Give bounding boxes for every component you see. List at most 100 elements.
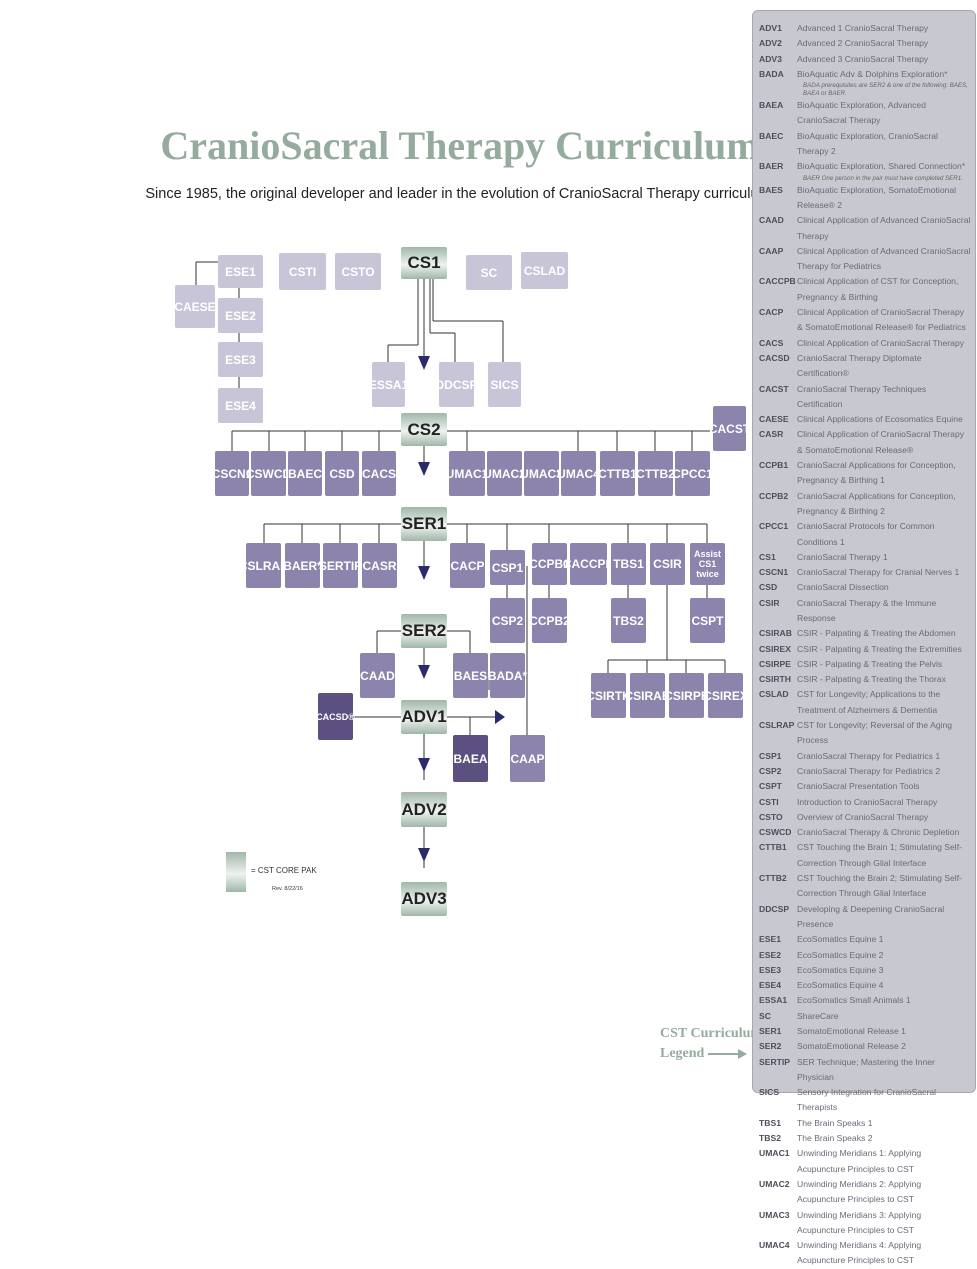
course-cttb2: CTTB2 — [636, 451, 675, 496]
legend-row: BAEC BioAquatic Exploration, CranioSacral… — [759, 129, 971, 160]
legend-code: ESE4 — [759, 980, 781, 991]
course-cscn1: CSCN1 — [212, 451, 252, 496]
legend-description: Unwinding Meridians 4: Applying Acupunct… — [797, 1240, 922, 1266]
curriculum-connectors — [195, 261, 729, 868]
legend-description: ShareCare — [797, 1010, 839, 1021]
course-caese: CAESE — [174, 285, 216, 328]
course-ccpb1: CCPB1 — [529, 543, 570, 585]
legend-code: BAEC — [759, 130, 784, 141]
legend-code: CSPT — [759, 781, 782, 792]
legend-description: SomatoEmotional Release 2 — [797, 1041, 906, 1052]
legend-description: CranioSacral Therapy & the Immune Respon… — [797, 597, 937, 623]
legend-description: CSIR - Palpating & Treating the Extremit… — [797, 643, 962, 654]
legend-description: Introduction to CranioSacral Therapy — [797, 796, 938, 807]
legend-description: EcoSomatics Small Animals 1 — [797, 995, 911, 1006]
course-csp2: CSP2 — [490, 598, 525, 643]
legend-code: CACCPB — [759, 276, 796, 287]
legend-row: SER2 SomatoEmotional Release 2 — [759, 1039, 971, 1054]
legend-description: Unwinding Meridians 1: Applying Acupunct… — [797, 1148, 922, 1174]
legend-description: Clinical Application of CranioSacral The… — [797, 307, 966, 333]
legend-code: CACSD — [759, 352, 790, 363]
course-umac1: UMAC1 — [446, 451, 488, 496]
course-cpcc1: CPCC1 — [672, 451, 713, 496]
legend-description: CranioSacral Therapy for Pediatrics 1 — [797, 750, 941, 761]
legend-code: ESE1 — [759, 934, 781, 945]
arrow-right-icon — [708, 1049, 748, 1059]
legend-description: Advanced 2 CranioSacral Therapy — [797, 38, 929, 49]
legend-code: CAAD — [759, 215, 784, 226]
legend-row: CSIREX CSIR - Palpating & Treating the Ex… — [759, 642, 971, 657]
course-csir: CSIR — [650, 543, 685, 585]
legend-code: BAER — [759, 161, 784, 172]
course-baes: BAES — [453, 653, 488, 698]
legend-description: Unwinding Meridians 3: Applying Acupunct… — [797, 1209, 922, 1235]
course-cacs: CACS — [362, 451, 396, 496]
legend-description: CranioSacral Protocols for Common Condit… — [797, 521, 935, 547]
legend-description: CST for Longevity; Reversal of the Aging… — [797, 720, 953, 746]
legend-code: CSP2 — [759, 765, 782, 776]
legend-description: Overview of CranioSacral Therapy — [797, 811, 929, 822]
legend-description: The Brain Speaks 1 — [797, 1117, 873, 1128]
legend-code: CCPB1 — [759, 460, 789, 471]
legend-code: UMAC3 — [759, 1209, 790, 1220]
legend-description: CranioSacral Applications for Conception… — [797, 490, 956, 516]
course-sertip: SERTIP — [319, 543, 362, 588]
legend-code: CSIRAB — [759, 628, 792, 639]
course-cs1: CS1 — [401, 247, 447, 279]
legend-code: UMAC2 — [759, 1178, 790, 1189]
legend-description: SomatoEmotional Release 1 — [797, 1026, 906, 1036]
course-csti: CSTI — [279, 253, 326, 290]
legend-description: Advanced 3 CranioSacral Therapy — [797, 53, 929, 64]
legend-code: CSIREX — [759, 643, 791, 654]
course-ddcsp: DDCSP — [436, 362, 478, 407]
legend-description: The Brain Speaks 2 — [797, 1133, 873, 1144]
legend-row: CCPB2 CranioSacral Applications for Conce… — [759, 489, 971, 520]
course-caccpb: CACCPB — [563, 543, 614, 585]
legend-description: CST Touching the Brain 2; Stimulating Se… — [797, 873, 962, 899]
course-assist-cs1-twice: Assist CS1 twice — [690, 543, 725, 585]
legend-code: TBS1 — [759, 1117, 781, 1128]
course-sc: SC — [466, 255, 512, 290]
legend-note: BAER One person in the pair must have co… — [803, 174, 963, 182]
legend-code: ESE3 — [759, 964, 781, 975]
legend-description: Clinical Application of CranioSacral The… — [797, 429, 965, 455]
course-ccpb2: CCPB2 — [529, 598, 570, 643]
legend-description: Clinical Application of CST for Concepti… — [797, 276, 959, 302]
legend-code: CCPB2 — [759, 490, 789, 501]
legend-code: UMAC4 — [759, 1240, 790, 1251]
legend-code: CAAP — [759, 245, 784, 256]
legend-description: BioAquatic Exploration, Advanced CranioS… — [797, 100, 926, 126]
legend-callout-line-2: Legend — [660, 1046, 705, 1061]
course-csirex: CSIREX — [703, 673, 748, 718]
legend-description: CranioSacral Therapy Diplomate Certifica… — [797, 352, 922, 379]
legend-callout: CST Curriculum Legend — [660, 1024, 762, 1064]
legend-description: CranioSacral Therapy Techniques Certific… — [797, 383, 927, 409]
legend-description: BioAquatic Exploration, CranioSacral The… — [797, 130, 938, 157]
legend-description: CranioSacral Applications for Conception… — [797, 460, 956, 486]
course-cswcd: CSWCD — [246, 451, 291, 496]
page-subtitle: Since 1985, the original developer and l… — [145, 186, 775, 202]
legend-code: SER2 — [759, 1041, 782, 1052]
legend-code: BADA — [759, 68, 784, 79]
legend-code: SERTIP — [759, 1056, 791, 1067]
legend-code: ESE2 — [759, 949, 781, 960]
course-csirpe: CSIRPE — [664, 673, 709, 718]
course-caad: CAAD — [360, 653, 395, 698]
